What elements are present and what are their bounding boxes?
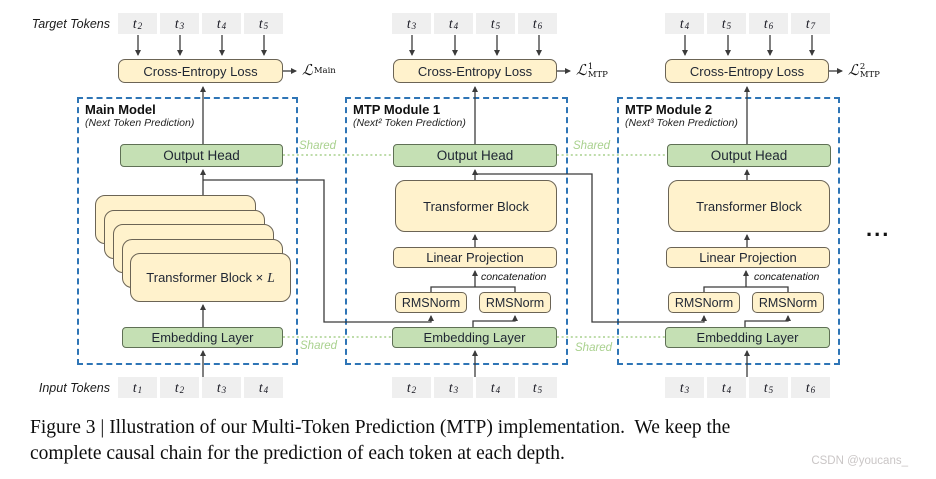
transformer-block-mtp1: Transformer Block: [395, 180, 557, 232]
input-tokens-label: Input Tokens: [38, 381, 110, 395]
mtp-module-1-frame: [345, 97, 568, 365]
loss-label-main: ℒ Main: [302, 61, 336, 79]
mtp1-subtitle: (Next² Token Prediction): [353, 117, 466, 129]
linear-projection-mtp2: Linear Projection: [666, 247, 830, 268]
mtp-module-2-frame: [617, 97, 840, 365]
rmsnorm-left-mtp2: RMSNorm: [668, 292, 740, 313]
mtp1-title: MTP Module 1: [353, 102, 441, 117]
watermark: CSDN @youcans_: [811, 455, 908, 467]
embedding-layer-mtp1: Embedding Layer: [392, 327, 557, 348]
embedding-layer-main: Embedding Layer: [122, 327, 283, 348]
shared-label-3: Shared: [300, 340, 338, 352]
target-tokens-label: Target Tokens: [31, 17, 110, 31]
transformer-stack-front: Transformer Block ×L: [130, 253, 291, 302]
main-model-title: Main Model: [85, 102, 156, 117]
transformer-block-mtp2: Transformer Block: [668, 180, 830, 232]
rmsnorm-left-mtp1: RMSNorm: [395, 292, 467, 313]
cross-entropy-loss-main: Cross-Entropy Loss: [118, 59, 283, 83]
figure-caption-line1: Figure 3 | Illustration of our Multi-Tok…: [30, 417, 731, 438]
output-head-mtp1: Output Head: [393, 144, 557, 167]
main-model-frame: [77, 97, 298, 365]
rmsnorm-right-mtp1: RMSNorm: [479, 292, 551, 313]
shared-label-4: Shared: [575, 342, 613, 354]
mtp2-title: MTP Module 2: [625, 102, 713, 117]
output-head-mtp2: Output Head: [667, 144, 831, 167]
rmsnorm-right-mtp2: RMSNorm: [752, 292, 824, 313]
cross-entropy-loss-mtp2: Cross-Entropy Loss: [665, 59, 829, 83]
output-head-main: Output Head: [120, 144, 283, 167]
figure-caption-line2: complete causal chain for the prediction…: [30, 443, 565, 464]
concatenation-label-mtp1: concatenation: [481, 271, 547, 283]
more-modules-ellipsis: ...: [866, 216, 891, 241]
linear-projection-mtp1: Linear Projection: [393, 247, 557, 268]
embedding-layer-mtp2: Embedding Layer: [665, 327, 830, 348]
shared-label-2: Shared: [573, 140, 611, 152]
main-model-subtitle: (Next Token Prediction): [85, 117, 195, 129]
mtp2-subtitle: (Next³ Token Prediction): [625, 117, 738, 129]
cross-entropy-loss-mtp1: Cross-Entropy Loss: [393, 59, 557, 83]
shared-label-1: Shared: [299, 140, 337, 152]
concatenation-label-mtp2: concatenation: [754, 271, 820, 283]
